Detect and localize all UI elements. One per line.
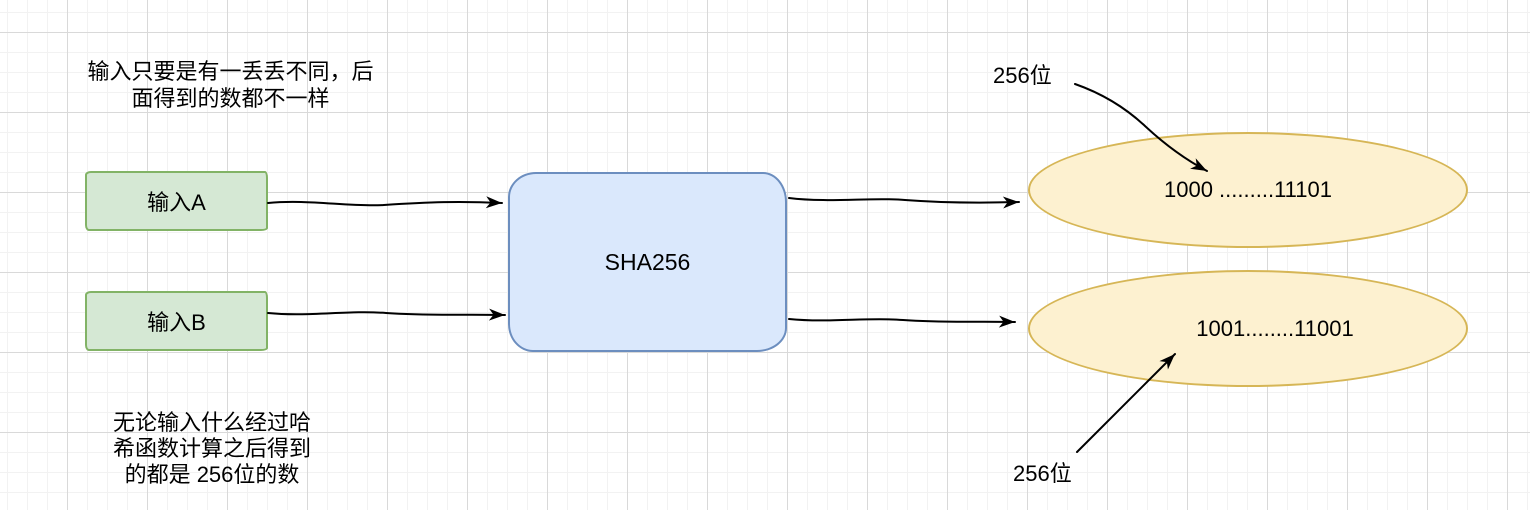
arrow-input-b-to-sha256[interactable]	[267, 308, 506, 321]
arrow-sha256-to-output-b[interactable]	[788, 315, 1016, 328]
arrow-256bits-bottom-to-output-b[interactable]	[1076, 353, 1176, 453]
note-difference[interactable]: 输入只要是有一丢丢不同，后 面得到的数都不一样	[87, 59, 374, 111]
node-input-b[interactable]: 输入B	[85, 291, 268, 351]
node-sha256-label: SHA256	[604, 248, 691, 275]
node-input-a-label: 输入A	[147, 190, 206, 215]
label-256bits-top[interactable]: 256位	[993, 63, 1052, 88]
node-output-hash-b-label: 1001........11001	[1196, 315, 1354, 341]
arrow-sha256-to-output-a[interactable]	[788, 196, 1020, 209]
label-256bits-bottom[interactable]: 256位	[1013, 461, 1072, 486]
node-input-a[interactable]: 输入A	[85, 171, 268, 231]
arrow-input-a-to-sha256[interactable]	[267, 196, 503, 209]
node-input-b-label: 输入B	[147, 310, 206, 335]
node-output-hash-b[interactable]: 1001........11001	[1028, 270, 1468, 387]
note-fixed-length[interactable]: 无论输入什么经过哈 希函数计算之后得到 的都是 256位的数	[112, 410, 311, 487]
arrow-256bits-top-to-output-a[interactable]	[1074, 83, 1208, 172]
node-output-hash-a[interactable]: 1000 .........11101	[1028, 132, 1468, 248]
node-output-hash-a-label: 1000 .........11101	[1164, 177, 1332, 202]
node-sha256[interactable]: SHA256	[508, 172, 787, 352]
